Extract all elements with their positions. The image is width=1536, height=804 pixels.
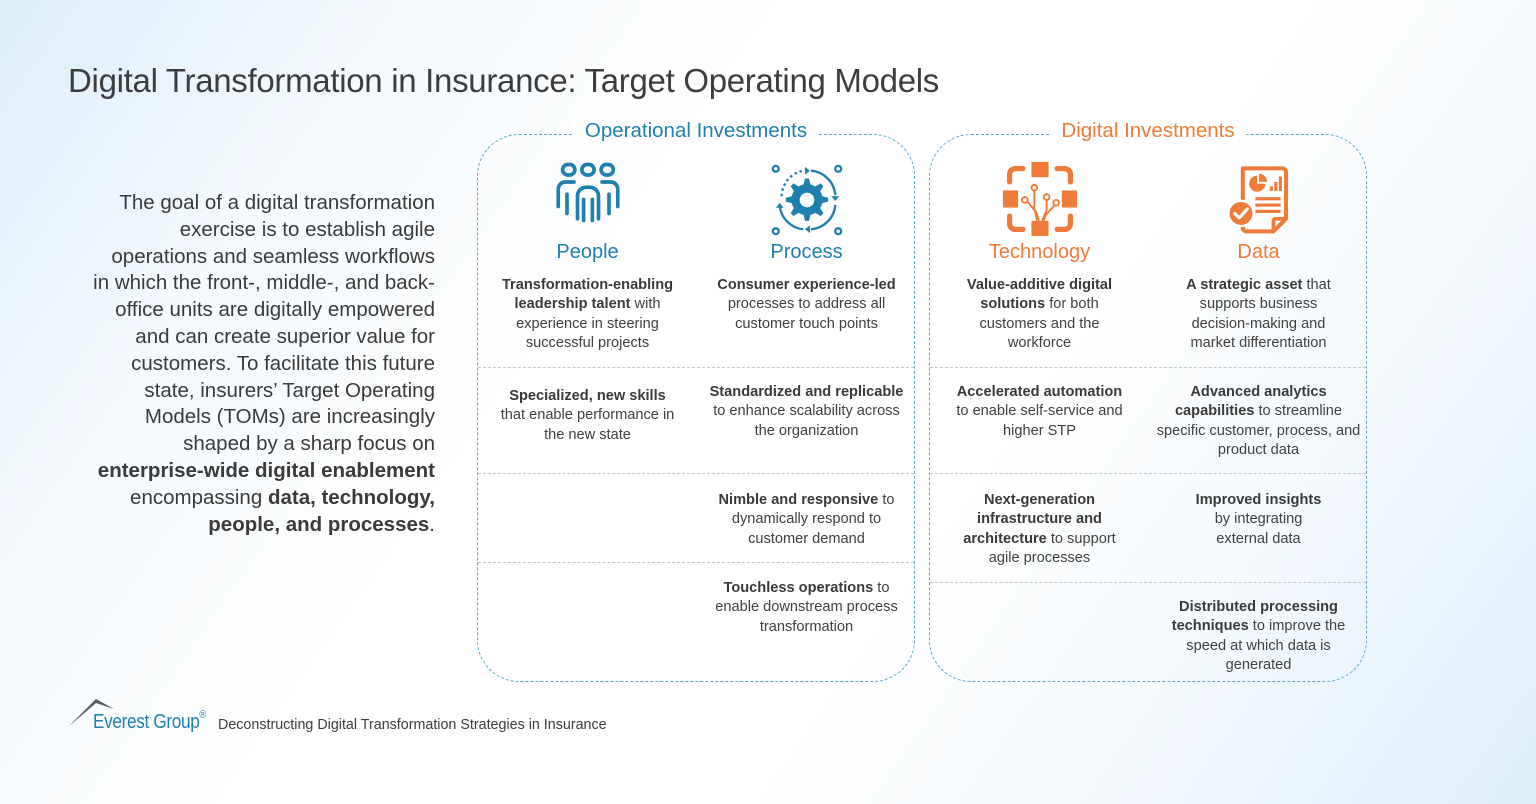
row-divider xyxy=(478,562,914,563)
row-divider xyxy=(930,367,1366,368)
item-bold: Improved insights xyxy=(1195,492,1322,508)
item-text: processes to address all customer touch … xyxy=(727,296,886,332)
item-text: to streamline specific customer, process… xyxy=(1156,403,1361,458)
panel-title-digital: Digital Investments xyxy=(1049,119,1247,143)
process-item: Touchless operations to enable downstrea… xyxy=(697,579,916,637)
item-text: with experience in steering successful p… xyxy=(516,296,661,351)
panel-title-operational: Operational Investments xyxy=(572,119,820,143)
intro-paragraph: The goal of a digital transformation exe… xyxy=(90,190,435,538)
intro-text: The goal of a digital transformation exe… xyxy=(93,191,435,456)
item-bold: Next-generation infrastructure and archi… xyxy=(963,492,1102,547)
column-label-process: Process xyxy=(770,241,843,263)
brand-logo: Everest Group® xyxy=(93,709,207,734)
circuit-chip-icon xyxy=(1002,161,1077,237)
item-text: to dynamically respond to customer deman… xyxy=(731,492,895,547)
data-item: Advanced analytics capabilities to strea… xyxy=(1149,383,1368,460)
process-item: Standardized and replicable to enhance s… xyxy=(697,383,916,441)
digital-investments-panel: Digital Investments xyxy=(929,119,1368,682)
people-item: Specialized, new skills that enable perf… xyxy=(478,387,697,445)
intro-emphasis: enterprise-wide digital enablement xyxy=(97,458,435,482)
item-bold: Specialized, new skills xyxy=(509,388,666,404)
data-item: A strategic asset that supports business… xyxy=(1149,276,1368,353)
data-item: Improved insights by integrating externa… xyxy=(1149,491,1368,549)
item-bold: Advanced analytics capabilities xyxy=(1174,384,1327,420)
data-item: Distributed processing techniques to imp… xyxy=(1149,598,1368,675)
item-bold: Standardized and replicable xyxy=(709,384,904,400)
item-bold: Accelerated automation xyxy=(956,384,1123,400)
item-bold: Touchless operations xyxy=(723,580,874,596)
intro-text: encompassing xyxy=(130,485,268,509)
item-bold: Distributed processing techniques xyxy=(1171,599,1338,635)
registered-mark: ® xyxy=(199,709,207,721)
column-technology: Technology Value-additive digital soluti… xyxy=(930,135,1149,681)
item-text: to improve the speed at which data is ge… xyxy=(1186,618,1346,673)
mountain-logo-icon xyxy=(68,699,114,727)
process-item: Consumer experience-led processes to add… xyxy=(697,276,916,334)
item-bold: Value-additive digital solutions xyxy=(966,277,1113,313)
item-text: that enable performance in the new state xyxy=(500,407,675,443)
item-bold: Nimble and responsive xyxy=(718,492,879,508)
footer: Everest Group® Deconstructing Digital Tr… xyxy=(68,697,668,737)
row-divider xyxy=(478,473,914,474)
item-text: for both customers and the workforce xyxy=(979,296,1100,351)
process-item: Nimble and responsive to dynamically res… xyxy=(697,491,916,549)
item-text: to enable self-service and higher STP xyxy=(956,403,1123,439)
column-label-data: Data xyxy=(1237,241,1280,263)
row-divider xyxy=(930,473,1366,474)
column-label-technology: Technology xyxy=(988,241,1091,263)
page-title: Digital Transformation in Insurance: Tar… xyxy=(68,62,940,99)
item-text: to enhance scalability across the organi… xyxy=(713,403,900,439)
technology-item: Next-generation infrastructure and archi… xyxy=(930,491,1149,568)
row-divider xyxy=(930,582,1366,583)
technology-item: Value-additive digital solutions for bot… xyxy=(930,276,1149,353)
item-bold: Transformation-enabling leadership talen… xyxy=(501,277,674,313)
intro-emphasis: data, technology, people, and processes xyxy=(208,485,435,536)
technology-item: Accelerated automation to enable self-se… xyxy=(930,383,1149,441)
item-text: by integrating external data xyxy=(1214,511,1303,547)
item-bold: A strategic asset xyxy=(1186,277,1303,293)
footer-caption: Deconstructing Digital Transformation St… xyxy=(218,717,607,733)
item-text: to support agile processes xyxy=(988,530,1116,566)
row-divider xyxy=(478,367,914,368)
brand-name: Everest Group xyxy=(93,711,200,733)
item-text: that supports business decision-making a… xyxy=(1190,277,1331,351)
column-data: Data A strategic asset that supports bus… xyxy=(1149,135,1368,681)
operational-investments-panel: Operational Investments People Transform… xyxy=(477,119,916,682)
intro-text: . xyxy=(429,512,435,536)
people-item: Transformation-enabling leadership talen… xyxy=(478,276,697,353)
column-people: People Transformation-enabling leadershi… xyxy=(478,135,697,681)
column-process: Process Consumer experience-led processe… xyxy=(697,135,916,681)
report-document-check-icon xyxy=(1226,166,1288,234)
item-bold: Consumer experience-led xyxy=(717,277,896,293)
gear-cycle-icon xyxy=(771,164,842,236)
people-group-icon xyxy=(555,162,620,223)
item-text: to enable downstream process transformat… xyxy=(715,580,898,635)
column-label-people: People xyxy=(556,241,619,263)
